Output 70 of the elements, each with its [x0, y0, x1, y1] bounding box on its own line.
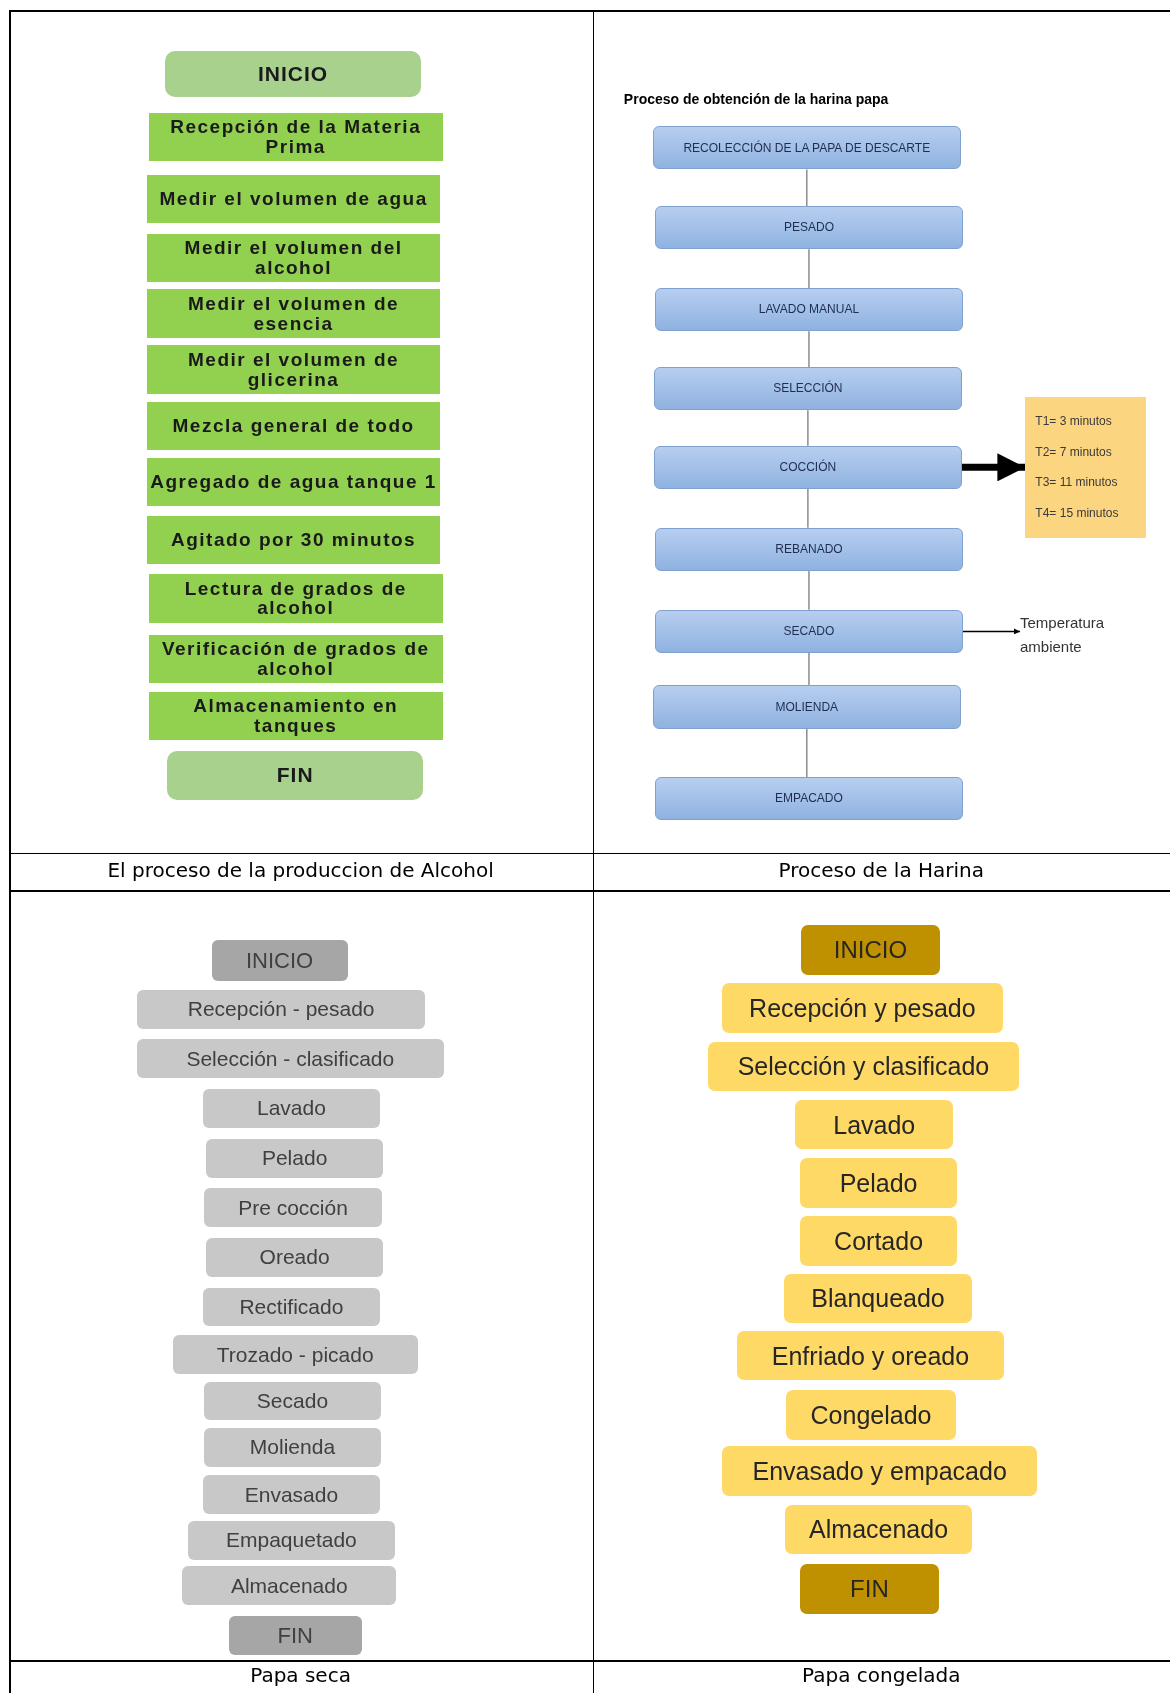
process-box: Envasado — [202, 1475, 380, 1515]
note-text: T2= 7 minutos — [1035, 445, 1112, 459]
process-box: Trozado - picado — [172, 1335, 418, 1374]
annotation-text: Temperatura ambiente — [1019, 604, 1139, 665]
process-box: Lavado — [202, 1089, 380, 1128]
process-box: COCCIÓN — [654, 445, 962, 489]
connector-line — [808, 652, 810, 687]
note-text: T3= 11 minutos — [1035, 476, 1118, 489]
connector-line — [808, 248, 810, 289]
process-box: Envasado y empacado — [722, 1446, 1038, 1496]
process-box: EMPACADO — [655, 777, 963, 821]
arrow — [962, 628, 1021, 635]
process-box: Almacenado — [182, 1566, 397, 1605]
process-box: Oreado — [206, 1238, 384, 1277]
process-box: Recepción - pesado — [137, 989, 426, 1029]
connector-line — [806, 168, 808, 207]
process-box: Molienda — [204, 1427, 381, 1467]
process-box: SELECCIÓN — [654, 366, 962, 411]
process-box: REBANADO — [655, 527, 963, 571]
process-box: RECOLECCIÓN DE LA PAPA DE DESCARTE — [653, 126, 961, 170]
process-box: Pre cocción — [204, 1188, 383, 1228]
process-box: Rectificado — [202, 1287, 380, 1327]
process-box: Lectura de grados de alcohol — [148, 574, 443, 623]
connector-line — [806, 727, 808, 778]
end-terminal: FIN — [167, 751, 424, 800]
start-terminal: INICIO — [165, 50, 421, 98]
process-box: Medir el volumen de glicerina — [146, 345, 441, 394]
note-box — [1025, 397, 1147, 538]
end-terminal: FIN — [228, 1615, 362, 1655]
process-box: LAVADO MANUAL — [655, 288, 963, 332]
start-terminal: INICIO — [800, 925, 941, 975]
connector-line — [808, 330, 810, 368]
process-box: Cortado — [799, 1216, 958, 1267]
arrow — [961, 453, 1026, 482]
connector-line — [808, 570, 810, 611]
process-box: SECADO — [655, 609, 963, 653]
process-box: Agitado por 30 minutos — [146, 515, 441, 565]
cell-caption: Papa congelada — [801, 1663, 962, 1688]
process-box: Recepción de la Materia Prima — [148, 113, 443, 161]
process-box: Selección y clasificado — [708, 1041, 1019, 1092]
process-box: Recepción y pesado — [722, 983, 1003, 1033]
process-box: Blanqueado — [783, 1273, 973, 1324]
process-box: Medir el volumen del alcohol — [146, 234, 441, 282]
process-box: Pelado — [799, 1158, 958, 1208]
process-box: Selección - clasificado — [137, 1039, 444, 1079]
process-box: Enfriado y oreado — [737, 1330, 1004, 1381]
connector-line — [807, 488, 809, 529]
process-box: Mezcla general de todo — [146, 401, 441, 451]
cell-caption: El proceso de la produccion de Alcohol — [106, 858, 495, 883]
process-box: Medir el volumen de agua — [146, 174, 441, 224]
process-box: Lavado — [795, 1099, 954, 1150]
start-terminal: INICIO — [211, 940, 348, 982]
process-box: Medir el volumen de esencia — [146, 289, 441, 338]
end-terminal: FIN — [799, 1563, 939, 1614]
process-box: PESADO — [655, 206, 963, 250]
note-text: T1= 3 minutos — [1035, 415, 1112, 428]
process-box: Agregado de agua tanque 1 — [146, 457, 441, 507]
process-box: Congelado — [785, 1390, 957, 1440]
process-box: Pelado — [206, 1138, 384, 1178]
connector-line — [807, 409, 809, 447]
cell-caption: Proceso de la Harina — [777, 858, 986, 883]
note-text: T4= 15 minutos — [1035, 506, 1119, 520]
process-box: Almacenamiento en tanques — [148, 691, 443, 741]
process-box: Almacenado — [784, 1504, 973, 1555]
panel-title: Proceso de obtención de la harina papa — [623, 90, 889, 107]
process-box: Secado — [204, 1381, 381, 1421]
process-box: Empaquetado — [187, 1520, 395, 1560]
process-box: Verificación de grados de alcohol — [148, 634, 443, 684]
cell-caption: Papa seca — [249, 1663, 352, 1688]
process-box: MOLIENDA — [653, 685, 961, 729]
